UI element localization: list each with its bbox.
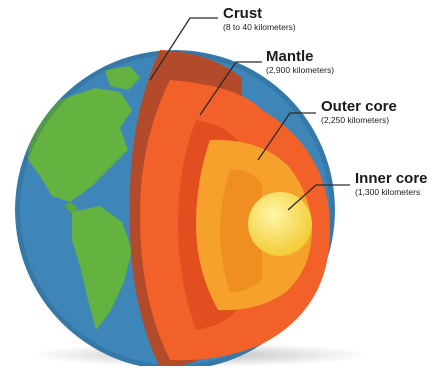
crust-title: Crust [223,5,263,22]
central-america [64,202,78,214]
outer-core-inner-face [220,169,262,292]
inner-core-thickness: (1,300 kilometers [355,187,421,197]
mantle-leader-line [199,61,262,116]
south-america [72,206,132,330]
mantle-label: Mantle (2,900 kilometers) [266,48,334,76]
outer-core-title: Outer core [321,98,397,115]
outer-core-thickness: (2,250 kilometers) [321,115,390,125]
crust-label: Crust (8 to 40 kilometers) [223,5,296,33]
outer-core-leader-line [257,112,316,161]
outer-core-label: Outer core (2,250 kilometers) [321,98,397,126]
inner-core-title: Inner core [355,170,428,187]
crust-thickness: (8 to 40 kilometers) [223,22,296,32]
inner-core-label: Inner core (1,300 kilometers [355,170,428,198]
mantle-title: Mantle [266,48,314,65]
greenland [105,66,140,90]
inner-core-leader-line [287,184,350,211]
north-america [28,88,132,202]
mantle-thickness: (2,900 kilometers) [266,65,335,75]
inner-core-layer [248,192,312,256]
crust-leader-line [149,17,218,81]
